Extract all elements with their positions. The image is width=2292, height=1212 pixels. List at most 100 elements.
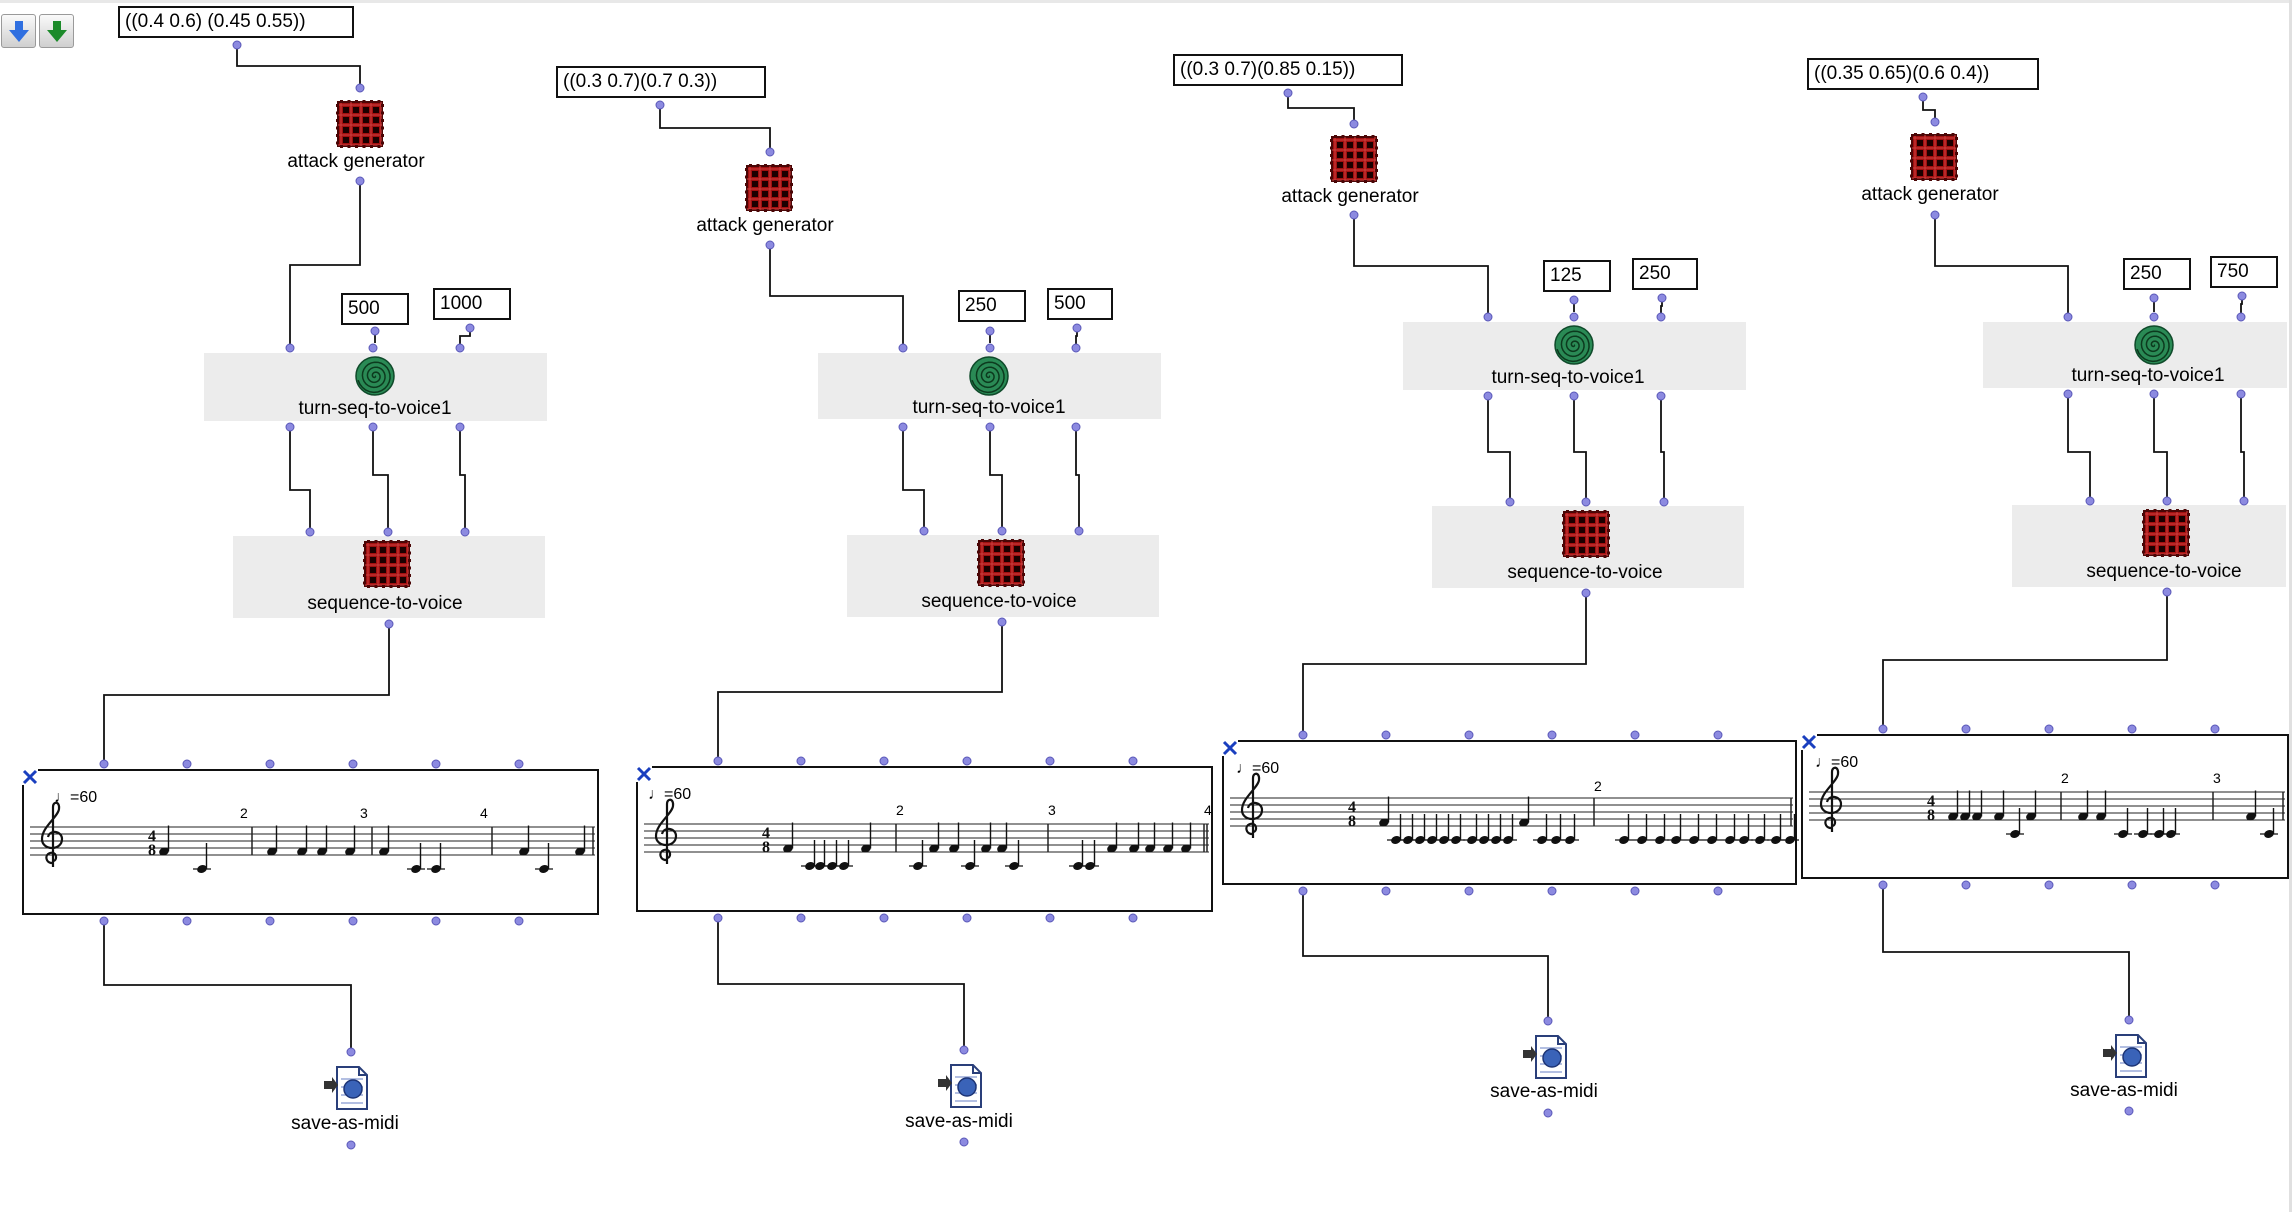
outlet[interactable] xyxy=(1045,913,1055,923)
connection-wire[interactable] xyxy=(2067,394,2091,501)
inlet[interactable] xyxy=(182,759,192,769)
outlet[interactable] xyxy=(1071,422,1081,432)
outlet[interactable] xyxy=(1072,323,1082,333)
arrow-down-green-button[interactable] xyxy=(39,14,74,48)
outlet[interactable] xyxy=(655,100,665,110)
connection-wire[interactable] xyxy=(1573,396,1587,502)
inlet[interactable] xyxy=(368,343,378,353)
outlet[interactable] xyxy=(1128,913,1138,923)
connection-wire[interactable] xyxy=(1882,885,2130,1020)
outlet[interactable] xyxy=(1630,886,1640,896)
outlet[interactable] xyxy=(1483,391,1493,401)
close-icon[interactable] xyxy=(1222,740,1238,756)
outlet[interactable] xyxy=(265,916,275,926)
inlet[interactable] xyxy=(460,527,470,537)
max-duration-box[interactable]: 1000 xyxy=(433,288,511,320)
inlet[interactable] xyxy=(1581,497,1591,507)
outlet[interactable] xyxy=(713,913,723,923)
inlet[interactable] xyxy=(2063,312,2073,322)
inlet[interactable] xyxy=(796,756,806,766)
inlet[interactable] xyxy=(2124,1015,2134,1025)
outlet[interactable] xyxy=(2044,880,2054,890)
inlet[interactable] xyxy=(713,756,723,766)
connection-wire[interactable] xyxy=(103,624,390,764)
save-as-midi-box[interactable] xyxy=(1522,1032,1570,1080)
inlet[interactable] xyxy=(765,147,775,157)
turn-seq-to-voice-box[interactable] xyxy=(818,353,1161,419)
connection-wire[interactable] xyxy=(1882,592,2168,729)
inlet[interactable] xyxy=(2236,312,2246,322)
ratio-list-box[interactable]: ((0.4 0.6) (0.45 0.55)) xyxy=(118,6,354,38)
sequence-to-voice-box[interactable] xyxy=(1432,506,1744,588)
inlet[interactable] xyxy=(1464,730,1474,740)
save-as-midi-box[interactable] xyxy=(937,1061,985,1109)
outlet[interactable] xyxy=(2210,880,2220,890)
outlet[interactable] xyxy=(1298,886,1308,896)
inlet[interactable] xyxy=(1930,117,1940,127)
outlet[interactable] xyxy=(2149,293,2159,303)
outlet[interactable] xyxy=(465,323,475,333)
connection-wire[interactable] xyxy=(1302,891,1549,1021)
outlet[interactable] xyxy=(1581,588,1591,598)
max-duration-box[interactable]: 250 xyxy=(1632,258,1698,290)
connection-wire[interactable] xyxy=(989,427,1003,531)
inlet[interactable] xyxy=(285,343,295,353)
min-duration-box[interactable]: 250 xyxy=(2123,258,2191,290)
inlet[interactable] xyxy=(1961,724,1971,734)
outlet[interactable] xyxy=(985,422,995,432)
connection-wire[interactable] xyxy=(769,245,904,348)
outlet[interactable] xyxy=(1381,886,1391,896)
inlet[interactable] xyxy=(2085,496,2095,506)
close-icon[interactable] xyxy=(636,766,652,782)
close-icon[interactable] xyxy=(22,769,38,785)
inlet[interactable] xyxy=(1071,343,1081,353)
sequence-to-voice-box[interactable] xyxy=(847,535,1159,617)
attack-generator-box[interactable] xyxy=(1910,133,1958,181)
canvas-scrollbar-edge[interactable] xyxy=(2289,0,2292,1212)
outlet[interactable] xyxy=(1961,880,1971,890)
outlet[interactable] xyxy=(2236,389,2246,399)
inlet[interactable] xyxy=(346,1047,356,1057)
inlet[interactable] xyxy=(1569,312,1579,322)
connection-wire[interactable] xyxy=(1075,427,1080,531)
min-duration-box[interactable]: 125 xyxy=(1543,260,1611,292)
turn-seq-to-voice-box[interactable] xyxy=(1403,322,1746,390)
attack-generator-box[interactable] xyxy=(1330,135,1378,183)
inlet[interactable] xyxy=(997,526,1007,536)
outlet[interactable] xyxy=(985,326,995,336)
connection-wire[interactable] xyxy=(236,45,361,88)
outlet[interactable] xyxy=(1464,886,1474,896)
connection-wire[interactable] xyxy=(1934,215,2069,317)
inlet[interactable] xyxy=(455,343,465,353)
connection-wire[interactable] xyxy=(289,427,311,532)
outlet[interactable] xyxy=(1283,88,1293,98)
inlet[interactable] xyxy=(1543,1016,1553,1026)
outlet[interactable] xyxy=(959,1137,969,1147)
inlet[interactable] xyxy=(1659,497,1669,507)
outlet[interactable] xyxy=(285,422,295,432)
outlet[interactable] xyxy=(2127,880,2137,890)
inlet[interactable] xyxy=(2127,724,2137,734)
inlet[interactable] xyxy=(383,527,393,537)
inlet[interactable] xyxy=(1483,312,1493,322)
inlet[interactable] xyxy=(2239,496,2249,506)
max-duration-box[interactable]: 500 xyxy=(1047,288,1113,320)
connection-wire[interactable] xyxy=(1660,396,1665,502)
connection-wire[interactable] xyxy=(103,921,352,1052)
outlet[interactable] xyxy=(1930,210,1940,220)
max-duration-box[interactable]: 750 xyxy=(2210,256,2278,288)
attack-generator-box[interactable] xyxy=(336,100,384,148)
outlet[interactable] xyxy=(1656,391,1666,401)
save-as-midi-box[interactable] xyxy=(2102,1031,2150,1079)
inlet[interactable] xyxy=(985,343,995,353)
outlet[interactable] xyxy=(431,916,441,926)
outlet[interactable] xyxy=(99,916,109,926)
outlet[interactable] xyxy=(370,326,380,336)
connection-wire[interactable] xyxy=(1487,396,1511,502)
inlet[interactable] xyxy=(265,759,275,769)
ratio-list-box[interactable]: ((0.3 0.7)(0.85 0.15)) xyxy=(1173,54,1403,86)
outlet[interactable] xyxy=(355,176,365,186)
